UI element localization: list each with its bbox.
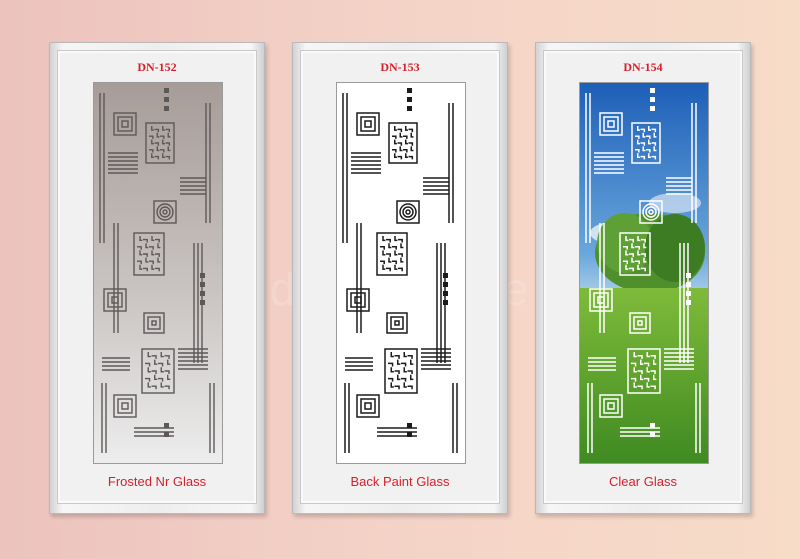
door-label: Frosted Nr Glass	[107, 474, 207, 489]
frosted-glass-design	[94, 83, 222, 463]
glass-clear	[579, 82, 709, 464]
door-label: Back Paint Glass	[350, 474, 450, 489]
door-code: DN-152	[137, 60, 177, 74]
glass-frosted	[93, 82, 223, 464]
door-dn-153: DN-153 Back Paint Glass	[292, 42, 508, 514]
back-paint-glass-design	[337, 83, 465, 463]
door-dn-152: DN-152 Frosted Nr Glass	[49, 42, 265, 514]
glass-back-paint	[336, 82, 466, 464]
door-dn-154: DN-154 Clear Glass	[535, 42, 751, 514]
door-code: DN-153	[380, 60, 420, 74]
door-code: DN-154	[623, 60, 663, 74]
clear-glass-landscape	[580, 83, 708, 463]
door-label: Clear Glass	[609, 474, 677, 489]
